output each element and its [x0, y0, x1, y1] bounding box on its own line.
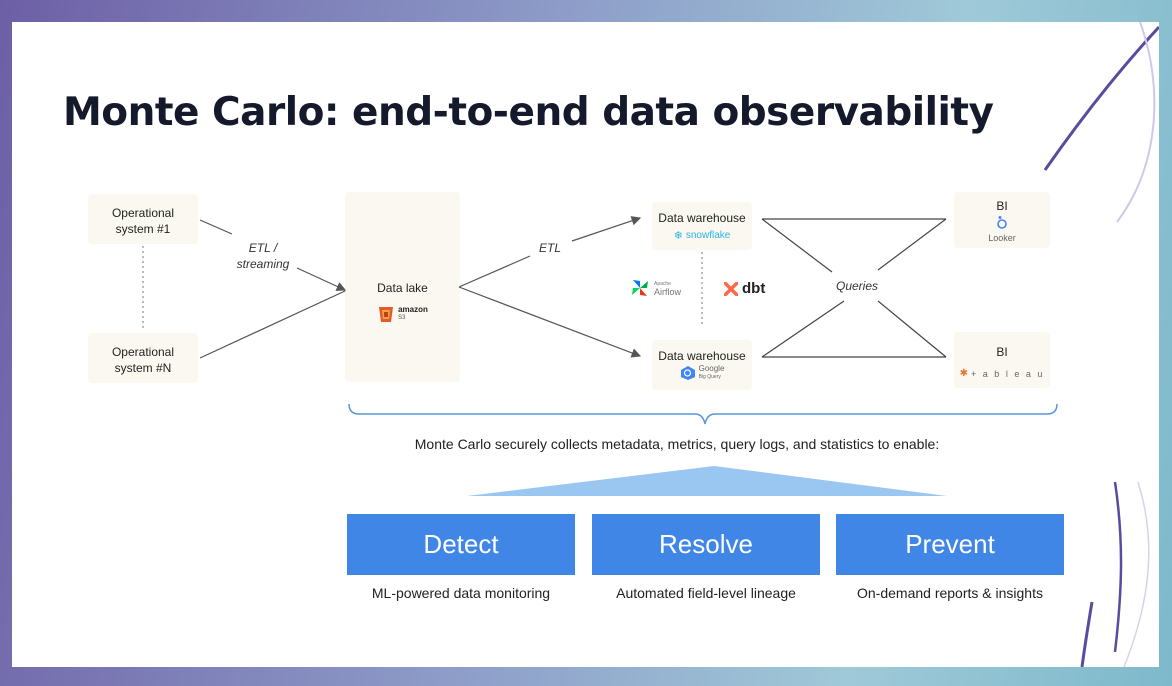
source-box-1: Operational system #1: [88, 194, 198, 244]
source-label-n: Operational system #N: [111, 345, 175, 375]
funnel-triangle: [467, 466, 947, 496]
bigquery-logo-sub: Big Query: [698, 374, 721, 380]
snowflake-logo-text: snowflake: [685, 230, 731, 241]
dbt-icon: [724, 281, 738, 296]
bi-box-tableau: BI ✱ + a b l e a u: [954, 332, 1050, 388]
s3-bucket-icon: [379, 307, 394, 322]
caption: Monte Carlo securely collects metadata, …: [414, 436, 940, 452]
diagram-connectors: [142, 216, 1058, 496]
tableau-icon: ✱: [959, 368, 969, 379]
queries-label: Queries: [835, 279, 879, 293]
bi-label-1: BI: [996, 199, 1008, 213]
pillar-detect-subtitle: ML-powered data monitoring: [371, 585, 551, 601]
airflow-icon: [632, 280, 648, 296]
dbt-logo: dbt: [724, 280, 765, 297]
source-box-n: Operational system #N: [88, 333, 198, 383]
data-lake-label: Data lake: [377, 281, 428, 295]
pillar-detect: Detect: [347, 514, 575, 575]
snowflake-icon: ❄: [673, 230, 683, 242]
s3-logo-text: amazon: [398, 305, 428, 314]
warehouse-box-bigquery: Data warehouse Google Big Query: [652, 340, 752, 390]
etl-streaming-text: ETL / streaming: [236, 241, 290, 271]
looker-logo-text: Looker: [988, 233, 1016, 243]
source-label-1: Operational system #1: [111, 206, 175, 236]
slide: Monte Carlo: end-to-end data observabili…: [12, 22, 1159, 667]
data-lake-box: Data lake amazon S3: [345, 192, 460, 382]
dbt-logo-text: dbt: [742, 280, 766, 297]
bigquery-logo-text: Google: [698, 364, 725, 373]
curly-brace: [348, 403, 1058, 425]
etl-streaming-label: ETL / streaming: [230, 240, 296, 272]
airflow-logo-text: Airflow: [654, 287, 682, 297]
warehouse-box-snowflake: Data warehouse ❄ snowflake: [652, 202, 752, 250]
etl-label: ETL: [538, 241, 561, 255]
bigquery-icon: [680, 366, 695, 380]
pillar-prevent: Prevent: [836, 514, 1064, 575]
slide-title: Monte Carlo: end-to-end data observabili…: [63, 90, 994, 135]
pillar-prevent-subtitle: On-demand reports & insights: [857, 585, 1043, 601]
looker-icon: [997, 216, 1007, 229]
snowflake-logo: ❄ snowflake: [652, 228, 752, 244]
decorative-curves: [1043, 22, 1159, 667]
tableau-logo-text: + a b l e a u: [971, 369, 1045, 379]
airflow-logo: Apache Airflow: [630, 278, 681, 298]
airflow-pre-text: Apache: [654, 281, 671, 287]
warehouse-label-1: Data warehouse: [658, 211, 746, 225]
pillar-resolve: Resolve: [592, 514, 820, 575]
s3-logo-sub: S3: [398, 315, 406, 321]
pillar-resolve-subtitle: Automated field-level lineage: [616, 585, 796, 601]
bi-label-2: BI: [996, 345, 1008, 359]
bigquery-logo: Google Big Query: [652, 365, 752, 381]
bi-box-looker: BI Looker: [954, 192, 1050, 248]
amazon-s3-logo: amazon S3: [345, 304, 460, 324]
warehouse-label-2: Data warehouse: [658, 349, 746, 363]
tableau-logo: ✱ + a b l e a u: [954, 366, 1050, 382]
